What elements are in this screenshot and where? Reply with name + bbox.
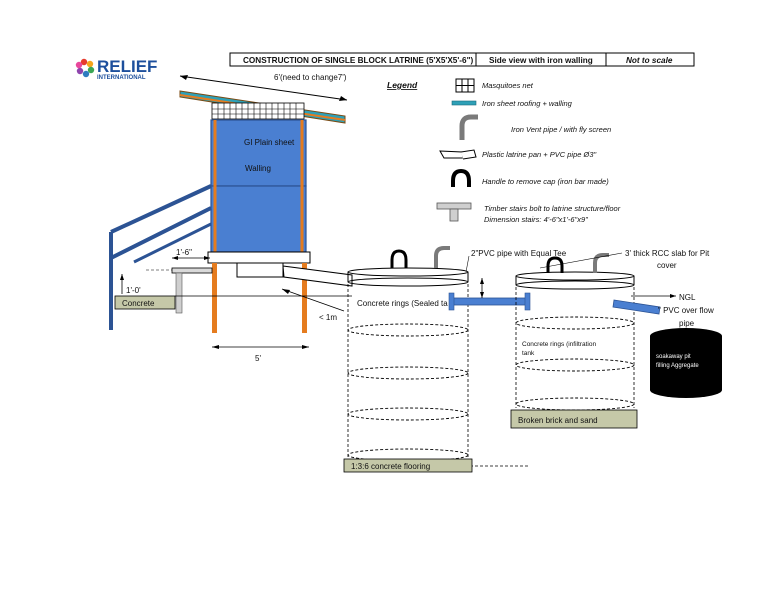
header-title: CONSTRUCTION OF SINGLE BLOCK LATRINE (5'… — [243, 56, 473, 65]
mosquito-net-icon — [455, 78, 475, 93]
legend-item-1: Masquitoes net — [482, 81, 534, 90]
step-top — [171, 267, 213, 274]
broken-brick-layer — [510, 409, 638, 429]
latrine-structure: 6'(need to change7') — [109, 73, 353, 363]
floor-slab — [207, 251, 311, 264]
legend-item-4: Plastic latrine pan + PVC pipe Ø3" — [482, 150, 597, 159]
logo-sub: INTERNATIONAL — [97, 75, 146, 81]
logo-name: RELIEF — [97, 57, 157, 76]
pvc-tee-label: 2"PVC pipe with Equal Tee — [471, 249, 567, 258]
overflow: NGL " PVC over flow pipe soakaway pit fi… — [612, 293, 722, 398]
legend-item-2: Iron sheet roofing + walling — [482, 99, 573, 108]
iron-sheet-icon — [451, 100, 477, 106]
pit2-handle — [546, 256, 564, 273]
wall-label-2: Walling — [245, 164, 271, 173]
broken-brick-label: Broken brick and sand — [518, 416, 598, 425]
sealed-rings-label: Concrete rings (Sealed ta — [357, 299, 448, 308]
infiltration-label-2: tank — [522, 350, 535, 357]
step-dimension: 1'-6" — [176, 248, 192, 257]
flooring-label: 1:3:6 concrete flooring — [351, 462, 430, 471]
stairs — [109, 184, 212, 330]
concrete-flooring — [343, 458, 473, 473]
relief-logo: RELIEF INTERNATIONAL — [75, 57, 157, 81]
overflow-label-1: " PVC over flow — [658, 306, 714, 315]
wall-upper — [210, 119, 307, 187]
concrete-block — [114, 295, 176, 310]
logo-flower-icon — [75, 58, 95, 78]
rcc-label-2: cover — [657, 261, 677, 270]
height-dimension: 1'-0' — [126, 286, 141, 295]
ngl-label: NGL — [679, 293, 696, 302]
legend: Legend Masquitoes net Iron sheet roofing… — [387, 78, 621, 224]
header: CONSTRUCTION OF SINGLE BLOCK LATRINE (5'… — [229, 52, 695, 67]
sealed-pit: Concrete rings (Sealed ta 1:3:6 concrete… — [343, 246, 530, 473]
legend-item-3: Iron Vent pipe / with fly screen — [511, 125, 611, 134]
header-scale: Not to scale — [626, 56, 673, 65]
legend-item-5: Handle to remove cap (iron bar made) — [482, 177, 609, 186]
leg-right — [302, 263, 307, 333]
overflow-label-2: pipe — [679, 319, 695, 328]
step-post — [175, 272, 183, 314]
mosquito-net — [211, 102, 305, 120]
legend-item-7: Dimension stairs: 4'-6"x1'-6"x9" — [484, 215, 588, 224]
concrete-label: Concrete — [122, 299, 155, 308]
vent-pipe-icon — [459, 114, 478, 140]
pan-pipe — [282, 265, 353, 287]
soakaway-pit — [650, 336, 722, 390]
pit-cover-handle — [390, 249, 408, 268]
pit-vent-pipe — [434, 246, 450, 268]
soakaway-label-2: filling Aggregate — [656, 363, 699, 369]
legend-item-6: Timber stairs bolt to latrine structure/… — [484, 204, 621, 213]
latrine-pan-icon — [439, 149, 477, 160]
soakaway-label-1: soakaway pit — [656, 354, 691, 360]
header-view: Side view with iron walling — [489, 56, 593, 65]
timber-stairs-icon — [436, 202, 472, 222]
overflow-pipe — [612, 299, 661, 315]
connecting-pipe: 2"PVC pipe with Equal Tee — [448, 249, 567, 311]
lt1m-label: < 1m — [319, 313, 337, 322]
roof-dimension: 6'(need to change7') — [274, 73, 347, 82]
wall-label-1: GI Plain sheet — [244, 138, 295, 147]
wall-lower — [210, 185, 307, 253]
legend-title: Legend — [387, 80, 418, 90]
pit2-vent-pipe — [593, 253, 609, 273]
rcc-label-1: 3' thick RCC slab for Pit — [625, 249, 710, 258]
width-dimension: 5' — [255, 354, 261, 363]
leg-left — [212, 263, 217, 333]
infiltration-label-1: Concrete rings (infiltration — [522, 341, 596, 348]
handle-icon — [451, 168, 471, 187]
pan — [236, 262, 284, 278]
